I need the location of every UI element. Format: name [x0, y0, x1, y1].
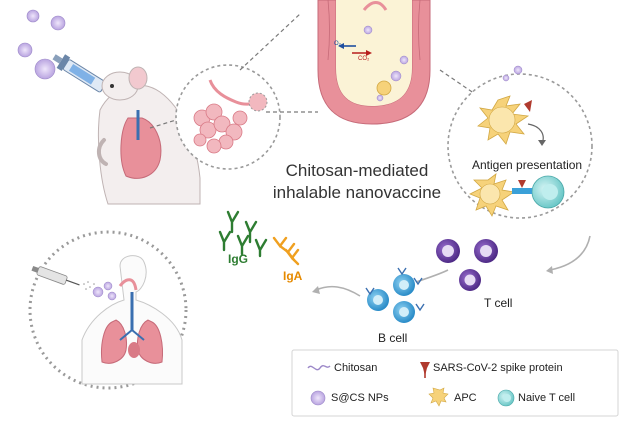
co2-label: CO₂ [358, 56, 370, 62]
apc-cell-top [477, 95, 546, 146]
title-line-2: inhalable nanovaccine [272, 183, 442, 202]
o2-label: O₂ [334, 41, 341, 47]
igg-antibodies [218, 210, 268, 258]
legend-apc-label: APC [454, 392, 477, 404]
mouse-icon [97, 66, 201, 205]
nebulizer-icon [31, 265, 80, 286]
nanoparticles-cluster [17, 9, 66, 80]
legend-nps-label: S@CS NPs [331, 392, 389, 404]
arrow-to-bcells [415, 269, 449, 283]
title-line-1: Chitosan-mediated [285, 161, 429, 180]
antigen-presentation-circle [447, 65, 593, 219]
human-lungs-icon [81, 255, 183, 385]
apc-naive-t-interaction [469, 173, 565, 217]
nps-icon [310, 390, 326, 406]
alveoli-zoom-circle [175, 64, 281, 170]
alveolus-cross-section [317, 0, 431, 125]
chitosan-icon [307, 365, 331, 371]
spike-protein-icon [420, 362, 430, 378]
b-cells-group [365, 267, 425, 323]
legend-chitosan-label: Chitosan [334, 362, 378, 374]
guide-lines [149, 13, 479, 129]
b-cell-label: B cell [378, 331, 408, 345]
arrow-to-tcells [549, 235, 591, 271]
apc-icon [428, 387, 449, 407]
iga-antibodies [272, 236, 300, 266]
legend-box [291, 349, 619, 417]
diagram-title: Chitosan-mediated inhalable nanovaccine [252, 160, 462, 204]
t-cell-label: T cell [484, 296, 513, 310]
t-cells-group [436, 239, 498, 291]
naive-t-cell-icon [497, 389, 515, 407]
igg-label: IgG [228, 252, 248, 266]
antigen-presentation-label: Antigen presentation [472, 158, 583, 172]
iga-label: IgA [283, 269, 303, 283]
legend-spike-label: SARS-CoV-2 spike protein [433, 362, 563, 374]
arrow-to-antibodies [315, 285, 361, 297]
legend-naive-t-label: Naive T cell [518, 392, 576, 404]
human-inhalation-circle [28, 230, 188, 390]
